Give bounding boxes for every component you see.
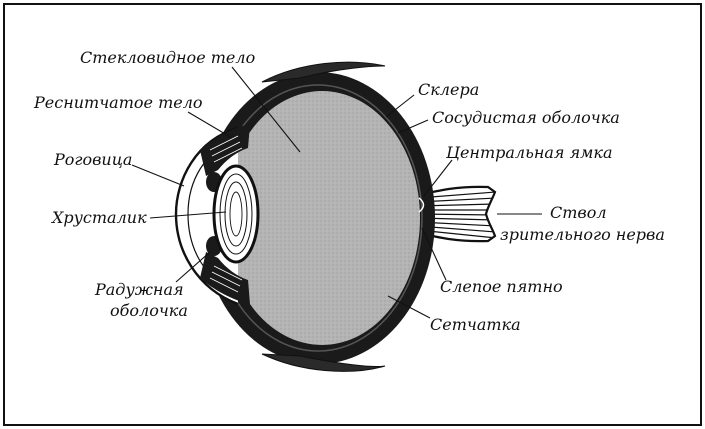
leader-iris bbox=[175, 251, 211, 283]
labels: Стекловидное тело Реснитчатое тело Рогов… bbox=[33, 48, 665, 334]
label-iris-line2: оболочка bbox=[110, 301, 188, 320]
leader-cornea bbox=[131, 164, 185, 187]
label-cornea: Роговица bbox=[53, 150, 132, 169]
vitreous-body bbox=[224, 91, 420, 345]
fovea-mark bbox=[418, 197, 425, 213]
label-optic-nerve-line1: Ствол bbox=[550, 203, 607, 222]
label-optic-nerve-line2: зрительного нерва bbox=[500, 225, 665, 244]
label-sclera: Склера bbox=[418, 80, 479, 99]
leader-ciliary bbox=[187, 111, 233, 139]
image-border bbox=[3, 3, 702, 426]
leader-retina bbox=[387, 295, 431, 319]
label-fovea: Центральная ямка bbox=[445, 143, 613, 162]
leader-fovea bbox=[423, 159, 453, 197]
label-retina: Сетчатка bbox=[430, 315, 521, 334]
label-lens: Хрусталик bbox=[50, 208, 147, 227]
leader-vitreous bbox=[231, 66, 301, 153]
leader-sclera bbox=[385, 94, 415, 118]
leader-lens bbox=[149, 211, 227, 219]
leader-lines bbox=[131, 66, 542, 319]
label-iris-line1: Радужная bbox=[94, 280, 184, 299]
label-vitreous-body: Стекловидное тело bbox=[80, 48, 255, 67]
eyeball bbox=[201, 61, 435, 372]
lens bbox=[212, 164, 260, 264]
leader-choroid bbox=[397, 119, 429, 134]
label-blind-spot: Слепое пятно bbox=[440, 277, 563, 296]
label-choroid: Сосудистая оболочка bbox=[432, 108, 620, 127]
label-ciliary-body: Реснитчатое тело bbox=[33, 93, 203, 112]
leader-blind-spot bbox=[421, 227, 447, 281]
